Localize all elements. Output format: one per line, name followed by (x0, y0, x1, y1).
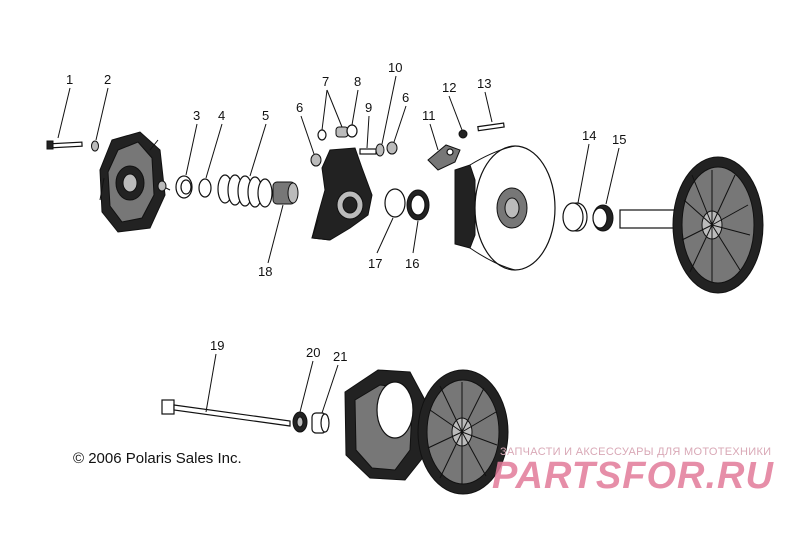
callout-10: 10 (388, 60, 402, 75)
part-6-roller (310, 153, 322, 167)
part-14-bushing (562, 202, 588, 232)
callout-15: 15 (612, 132, 626, 147)
callout-16: 16 (405, 256, 419, 271)
callout-6-right: 6 (402, 90, 409, 105)
callout-20: 20 (306, 345, 320, 360)
callout-2: 2 (104, 72, 111, 87)
callout-6-left: 6 (296, 100, 303, 115)
callout-17: 17 (368, 256, 382, 271)
part-5-spring (217, 174, 273, 208)
assembled-drive-clutch (344, 369, 509, 495)
drive-cover-spider (99, 131, 171, 233)
part-1-bolt (46, 140, 83, 150)
callout-19: 19 (210, 338, 224, 353)
spider-assembly (311, 147, 373, 241)
callout-11: 11 (422, 108, 436, 123)
part-9-pin (359, 148, 377, 155)
callout-1: 1 (66, 72, 73, 87)
part-17-oring (384, 188, 406, 218)
part-13-pin (477, 122, 505, 132)
watermark-brand: PARTSFOR.RU (492, 455, 774, 497)
part-16-seal (406, 189, 430, 221)
callout-9: 9 (365, 100, 372, 115)
callout-leaders (57, 75, 620, 414)
part-12-nut (458, 129, 468, 139)
parts-7-8-washers (317, 124, 358, 141)
part-21-bushing (311, 412, 330, 434)
copyright-notice: © 2006 Polaris Sales Inc. (73, 450, 242, 467)
callout-18: 18 (258, 264, 272, 279)
callout-5: 5 (262, 108, 269, 123)
part-10-washer (375, 143, 385, 157)
watermark-tagline: ЗАПЧАСТИ И АКСЕССУАРЫ ДЛЯ МОТОТЕХНИКИ (500, 446, 772, 458)
part-18-bushing (272, 181, 299, 205)
callout-4: 4 (218, 108, 225, 123)
part-2-washer (91, 140, 99, 152)
callout-7: 7 (322, 74, 329, 89)
callout-21: 21 (333, 349, 347, 364)
callout-labels: 1 2 3 4 5 6 7 8 9 10 6 11 12 13 14 15 16… (66, 60, 626, 364)
part-6-roller-right (386, 141, 398, 155)
part-19-bolt (161, 399, 291, 427)
callout-13: 13 (477, 76, 491, 91)
callout-8: 8 (354, 74, 361, 89)
part-4-ring (198, 178, 212, 198)
part-15-bushing (592, 204, 614, 232)
moveable-sheave (454, 145, 556, 271)
callout-14: 14 (582, 128, 596, 143)
callout-12: 12 (442, 80, 456, 95)
part-3-bushing (175, 175, 193, 199)
part-11-weight (427, 144, 461, 171)
fixed-sheave (619, 156, 764, 294)
part-20-washer (292, 411, 308, 433)
callout-3: 3 (193, 108, 200, 123)
